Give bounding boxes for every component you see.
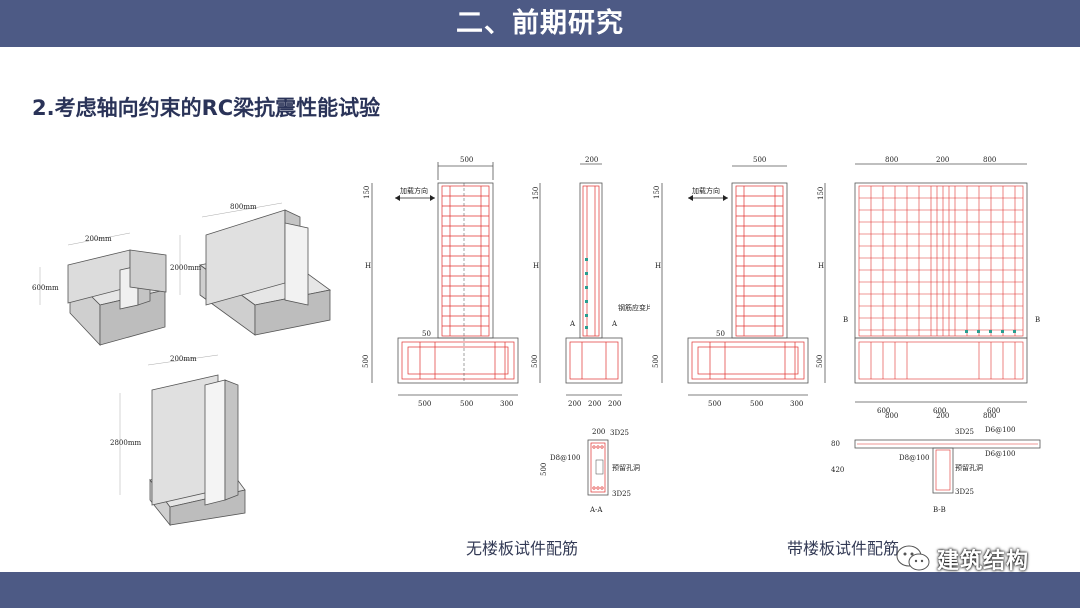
dim-bottom: 200 [588,400,601,408]
dim-h: H [533,262,539,270]
section-name: B-B [933,506,946,514]
dim-bottom: 500 [418,400,431,408]
dim-top: 800 [885,156,898,164]
dim-150: 150 [532,187,540,200]
dim-top: 200 [936,156,949,164]
dim-50: 50 [422,330,431,338]
dim-h: H [818,262,824,270]
dim-150: 150 [817,187,825,200]
dim-80: 80 [831,440,840,448]
wechat-icon [896,545,930,571]
dim-500: 500 [816,355,824,368]
watermark-text: 建筑结构 [937,549,1030,574]
drawing-side-elevation: 200 150 H 500 钢筋应变片 A A 200 200 200 200 … [531,156,650,514]
strain-gauges [585,258,588,329]
model-b [199,209,331,336]
dim-bottom: 300 [790,400,803,408]
hole-label: 预留孔洞 [955,463,983,472]
load-direction-label: 加载方向 [692,186,720,195]
model-c [149,374,246,527]
bottom-bar-label: 3D25 [612,490,631,498]
dim-bottom: 500 [750,400,763,408]
footer-bar [0,572,1080,608]
gauge-label: 钢筋应变片 [618,303,650,312]
dim-150: 150 [653,186,661,199]
page-title: 二、前期研究 [456,8,624,39]
caption-left: 无楼板试件配筋 [466,539,579,558]
dim-bottom: 500 [708,400,721,408]
dim-top: 500 [460,156,473,164]
dim-150: 150 [363,186,371,199]
model-a-dim: 600mm [32,284,59,292]
model-c-dim: 200mm [170,355,197,363]
section-top-dim: 800 [885,412,898,420]
dim-500: 500 [652,355,660,368]
rebar-cage-3 [691,185,805,380]
specimen-3d-models: 200mm 600mm 800mm 2000mm 200mm 2800mm [32,202,331,527]
dim-bottom: 300 [500,400,513,408]
dim-420: 420 [831,466,844,474]
dim-h: H [365,262,371,270]
slab-bar-label: D6@100 [985,450,1015,458]
dim-500: 500 [531,355,539,368]
section-mark: A [569,320,576,328]
dim-500: 500 [362,355,370,368]
dim-bottom: 200 [608,400,621,408]
drawing-elevation-with-slab: 加载方向 500 150 H 500 500 500 300 50 [652,156,809,408]
section-width: 200 [592,428,605,436]
dim-top: 500 [753,156,766,164]
dim-bottom: 200 [568,400,581,408]
section-name: A-A [589,506,603,514]
dim-bottom: 600 [933,407,946,415]
dim-50: 50 [716,330,725,338]
stirrup-label: D8@100 [550,454,580,462]
caption-right: 带楼板试件配筋 [787,539,900,558]
header-bar [0,0,1080,47]
dim-top: 800 [983,156,996,164]
rebar-cage-1 [401,185,515,380]
watermark: 建筑结构 [895,541,1029,577]
rebar-cage-2 [569,185,619,493]
slab-bar-label: D6@100 [985,426,1015,434]
stirrup-label: D8@100 [899,454,929,462]
dim-h: H [655,262,661,270]
section-mark: B [843,316,848,324]
drawing-slab-elevation: 800 200 800 150 H 500 B B 600 600 600 80… [816,156,1041,514]
top-bar-label: 3D25 [610,429,629,437]
model-a [67,249,167,347]
section-height: 500 [540,463,548,476]
bottom-bar-label: 3D25 [955,488,974,496]
model-b-dim: 800mm [230,203,257,211]
dim-bottom: 600 [877,407,890,415]
model-b-dim: 2000mm [170,264,201,272]
section-subtitle: 2.考虑轴向约束的RC梁抗震性能试验 [32,96,381,120]
dim-bottom: 600 [987,407,1000,415]
strain-gauges-slab [965,330,1016,333]
hole-label: 预留孔洞 [612,463,640,472]
section-mark: B [1035,316,1040,324]
rebar-mesh [857,185,1038,491]
section-top-dim: 800 [983,412,996,420]
load-direction-label: 加载方向 [400,186,428,195]
dim-top: 200 [585,156,598,164]
drawing-elevation-no-slab: 加载方向 500 150 H 500 500 500 300 50 [362,156,519,408]
top-bar-label: 3D25 [955,428,974,436]
model-c-dim: 2800mm [110,439,141,447]
dim-bottom: 500 [460,400,473,408]
model-a-dim: 200mm [85,235,112,243]
section-mark: A [611,320,618,328]
section-top-dim: 200 [936,412,949,420]
